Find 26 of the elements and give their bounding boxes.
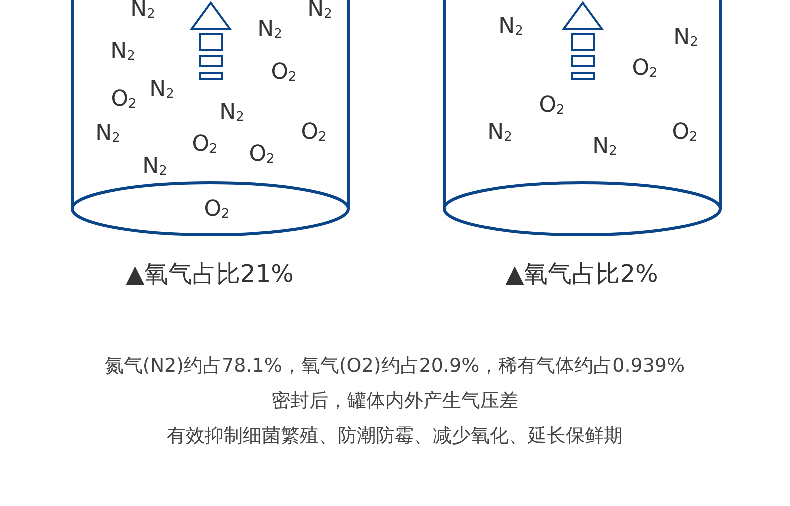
- molecule-label: N$_{2}$: [488, 122, 512, 144]
- molecule-label: O$_{2}$: [249, 144, 275, 166]
- molecule-label: N$_{2}$: [96, 123, 120, 145]
- molecule-label: O$_{2}$: [204, 199, 230, 221]
- molecule-label: N$_{2}$: [674, 27, 698, 49]
- description-text: 有效抑制细菌繁殖、防潮防霉、减少氧化、延长保鲜期: [166, 424, 624, 449]
- molecule-label: N$_{2}$: [498, 16, 524, 38]
- molecule-label: O$_{2}$: [301, 122, 327, 144]
- molecule-label: O$_{2}$: [192, 134, 218, 156]
- molecule-label: O$_{2}$: [539, 95, 565, 117]
- molecule-label: N$_{2}$: [130, 0, 156, 21]
- description-text: 密封后，罐体内外产生气压差: [270, 389, 520, 414]
- molecule-label: O$_{2}$: [632, 58, 658, 80]
- molecule-label: O$_{2}$: [672, 122, 698, 144]
- molecule-label: N$_{2}$: [142, 156, 168, 178]
- molecule-label: O$_{2}$: [111, 89, 137, 111]
- molecule-label: N$_{2}$: [110, 41, 136, 63]
- molecule-label: N$_{2}$: [258, 19, 282, 41]
- molecule-label: O$_{2}$: [271, 62, 297, 84]
- node-label: ▲氧气占比21%: [126, 259, 294, 290]
- molecule-label: N$_{2}$: [308, 0, 332, 21]
- molecule-label: N$_{2}$: [592, 136, 618, 158]
- molecule-label: N$_{2}$: [150, 79, 174, 101]
- description-text: 氮气(N2)约占78.1%，氧气(O2)约占20.9%，稀有气体约占0.939%: [104, 354, 686, 379]
- molecule-label: N$_{2}$: [220, 102, 244, 124]
- node-label: ▲氧气占比2%: [506, 259, 658, 290]
